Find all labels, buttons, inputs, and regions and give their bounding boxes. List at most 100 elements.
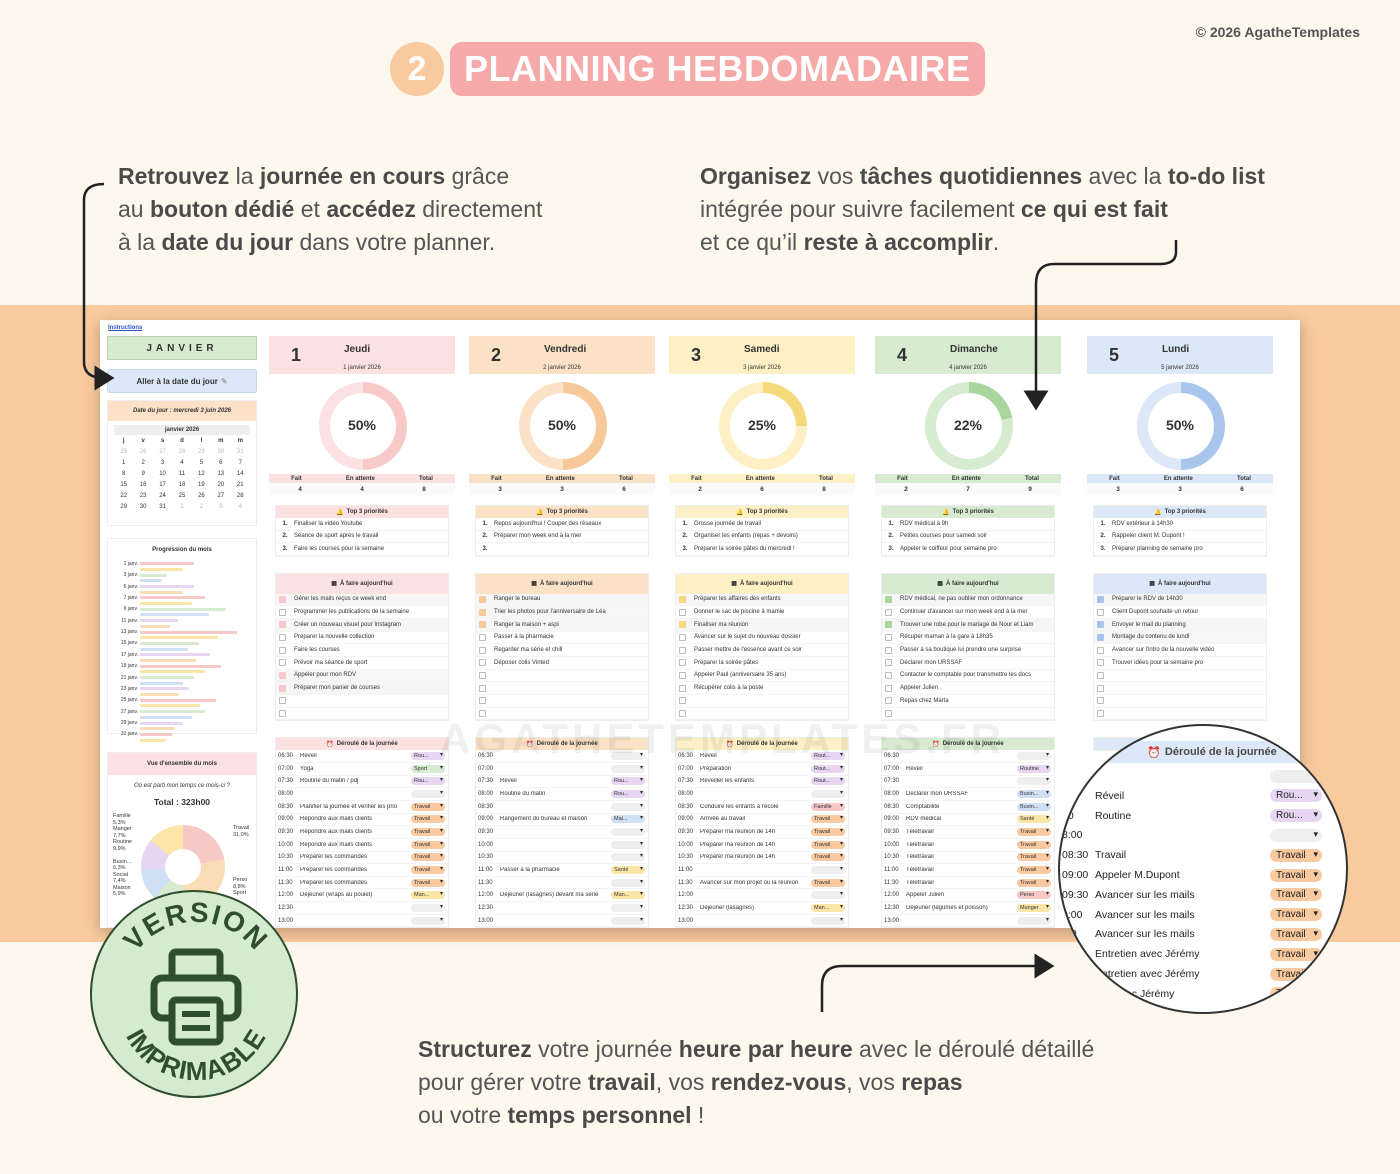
magnified-schedule-row[interactable]: 06: xyxy=(1060,766,1346,786)
magnified-schedule-row[interactable]: 30 Routine Rou... xyxy=(1060,806,1346,826)
category-dropdown[interactable]: Travail xyxy=(1017,827,1051,837)
calendar-day[interactable]: 5 xyxy=(199,459,204,466)
calendar-day[interactable]: 30 xyxy=(217,448,225,455)
priority-row[interactable]: 3. Faire les courses pour la semaine xyxy=(276,543,448,556)
schedule-row[interactable]: 06:30 xyxy=(882,750,1054,764)
category-dropdown[interactable] xyxy=(611,802,645,811)
category-dropdown[interactable]: Famille xyxy=(811,802,845,811)
todo-row[interactable]: Préparer les affaires des enfants xyxy=(676,593,848,607)
magnified-category-dropdown[interactable]: Travail xyxy=(1270,888,1322,902)
schedule-row[interactable]: 13:00 xyxy=(882,915,1054,928)
calendar-day[interactable]: 26 xyxy=(198,492,205,499)
todo-checkbox[interactable] xyxy=(479,633,486,641)
calendar-day[interactable]: 17 xyxy=(159,481,166,488)
priority-row[interactable]: 1. RDV médical à 9h xyxy=(882,518,1054,531)
todo-row[interactable]: Trier les photos pour l'anniversaire de … xyxy=(476,606,648,619)
category-dropdown[interactable]: Travail xyxy=(1017,852,1051,862)
schedule-task[interactable]: Préparation xyxy=(700,765,732,772)
todo-checkbox[interactable] xyxy=(279,684,286,692)
calendar-day[interactable]: 21 xyxy=(236,481,244,488)
schedule-row[interactable]: 10:00 Télétravail Travail xyxy=(882,839,1054,852)
schedule-task[interactable]: Réveil xyxy=(906,765,923,772)
schedule-row[interactable]: 09:30 Préparer ma réunion de 14h Travail xyxy=(676,826,848,839)
calendar-day[interactable]: 25 xyxy=(120,448,128,455)
todo-row[interactable]: Appeler pour mon RDV xyxy=(276,669,448,683)
category-dropdown[interactable] xyxy=(611,764,645,773)
category-dropdown[interactable]: Busin... xyxy=(1017,789,1051,799)
calendar-day[interactable]: 9 xyxy=(141,470,145,477)
schedule-row[interactable]: 09:00 Rangement du bureau et maison Mai.… xyxy=(476,814,648,827)
category-dropdown[interactable]: Sport xyxy=(411,764,445,773)
schedule-row[interactable]: 11:30 xyxy=(476,877,648,890)
schedule-row[interactable]: 11:30 Avancer sur mon projet ou la réuni… xyxy=(676,877,848,890)
todo-row[interactable]: Contacter le comptable pour transmettre … xyxy=(882,670,1054,683)
magnified-schedule-row[interactable]: tien avec Jérémy Tra xyxy=(1060,984,1346,1004)
schedule-task[interactable]: Préparer ma réunion de 14h xyxy=(700,829,776,836)
magnified-category-dropdown[interactable] xyxy=(1270,1007,1322,1012)
schedule-row[interactable]: 10:30 Préparer les commandes Travail xyxy=(276,852,448,865)
schedule-task[interactable]: Yoga xyxy=(300,765,314,772)
category-dropdown[interactable]: Man... xyxy=(411,890,445,900)
todo-row[interactable]: Passer à sa boutique lui prendre une sur… xyxy=(882,644,1054,657)
category-dropdown[interactable] xyxy=(611,852,645,862)
calendar-day[interactable]: 20 xyxy=(217,481,225,488)
todo-row[interactable]: Ranger le bureau xyxy=(476,593,648,607)
category-dropdown[interactable]: Mai... xyxy=(611,814,645,824)
todo-row[interactable]: Trouver une robe pour le mariage de Nour… xyxy=(882,618,1054,632)
schedule-task[interactable]: Télétravail xyxy=(906,879,934,886)
magnified-schedule-row[interactable]: 08:30 Travail Travail xyxy=(1060,845,1346,865)
calendar-day[interactable]: 25 xyxy=(178,492,186,499)
todo-row[interactable]: Préparer mon panier de courses xyxy=(276,682,448,695)
todo-checkbox[interactable] xyxy=(679,659,686,667)
calendar-day[interactable]: 31 xyxy=(236,448,244,455)
schedule-task[interactable]: RDV médical xyxy=(906,816,942,823)
magnified-schedule-row[interactable]: :30 Avancer sur les mails Travail xyxy=(1060,924,1346,944)
schedule-row[interactable]: 10:00 Préparer ma réunion de 14h Travail xyxy=(676,839,848,852)
magnified-schedule-row[interactable]: 8:00 xyxy=(1060,825,1346,845)
calendar-day[interactable]: 16 xyxy=(139,481,147,488)
calendar-day[interactable]: 1 xyxy=(122,459,126,466)
schedule-task[interactable]: Comptabilité xyxy=(906,803,940,810)
todo-checkbox[interactable] xyxy=(885,697,892,705)
calendar-day[interactable]: 4 xyxy=(180,459,184,466)
schedule-task[interactable]: Arrivée au travail xyxy=(700,816,746,823)
magnified-category-dropdown[interactable]: Rou... xyxy=(1270,789,1322,803)
category-dropdown[interactable] xyxy=(1017,751,1051,761)
priority-row[interactable]: 3. xyxy=(476,543,648,556)
schedule-task[interactable]: Réveiller les enfants xyxy=(700,778,755,785)
todo-row[interactable]: Avancer sur l'intro de la nouvelle vidéo xyxy=(1094,644,1266,657)
todo-checkbox[interactable] xyxy=(479,659,486,667)
schedule-row[interactable]: 09:30 Répondre aux mails clients Travail xyxy=(276,826,448,839)
calendar-day[interactable]: 10 xyxy=(159,470,166,477)
magnified-task[interactable]: Routine xyxy=(1095,809,1132,822)
todo-checkbox[interactable] xyxy=(1097,595,1104,603)
schedule-row[interactable]: 09:30 xyxy=(476,826,648,839)
priority-row[interactable]: 3. Préparer la soirée pâtes du mercredi … xyxy=(676,543,848,556)
category-dropdown[interactable]: Rou... xyxy=(411,751,445,761)
schedule-row[interactable]: 08:30 Planifier la journée et vérifier l… xyxy=(276,801,448,814)
category-dropdown[interactable]: Travail xyxy=(411,814,445,824)
calendar-day[interactable]: 29 xyxy=(198,448,205,455)
todo-row[interactable]: Passer mettre de l'essence avant ce soir xyxy=(676,644,848,657)
magnified-category-dropdown[interactable]: Rou... xyxy=(1270,809,1322,823)
schedule-task[interactable]: Télétravail xyxy=(906,841,934,848)
schedule-row[interactable]: 06:30 xyxy=(476,750,648,764)
schedule-row[interactable]: 12:00 Déjeuner (wraps au poulet) Man... xyxy=(276,889,448,903)
calendar-day[interactable]: 26 xyxy=(139,448,147,455)
calendar-day[interactable]: 27 xyxy=(217,492,225,499)
magnified-category-dropdown[interactable]: Travail xyxy=(1270,848,1322,862)
schedule-row[interactable]: 10:00 Répondre aux mails clients Travail xyxy=(276,839,448,852)
todo-checkbox[interactable] xyxy=(279,608,286,616)
priority-row[interactable]: 3. Appeler le coiffeur pour semaine pro xyxy=(882,543,1054,556)
schedule-task[interactable]: Appeler Julien xyxy=(906,892,945,899)
schedule-task[interactable]: Réveil xyxy=(300,753,317,760)
calendar-day[interactable]: 18 xyxy=(178,481,186,488)
todo-checkbox[interactable] xyxy=(679,633,686,641)
magnified-schedule-row[interactable]: 09:30 Avancer sur les mails Travail xyxy=(1060,885,1346,905)
todo-checkbox[interactable] xyxy=(1097,608,1104,616)
schedule-task[interactable]: Rangement du bureau et maison xyxy=(500,816,588,823)
schedule-task[interactable]: Répondre aux mails clients xyxy=(300,816,373,823)
todo-row[interactable]: Créer un nouveau visuel pour Instagram xyxy=(276,618,448,632)
magnified-category-dropdown[interactable]: Travail xyxy=(1270,967,1322,981)
category-dropdown[interactable] xyxy=(611,751,645,761)
